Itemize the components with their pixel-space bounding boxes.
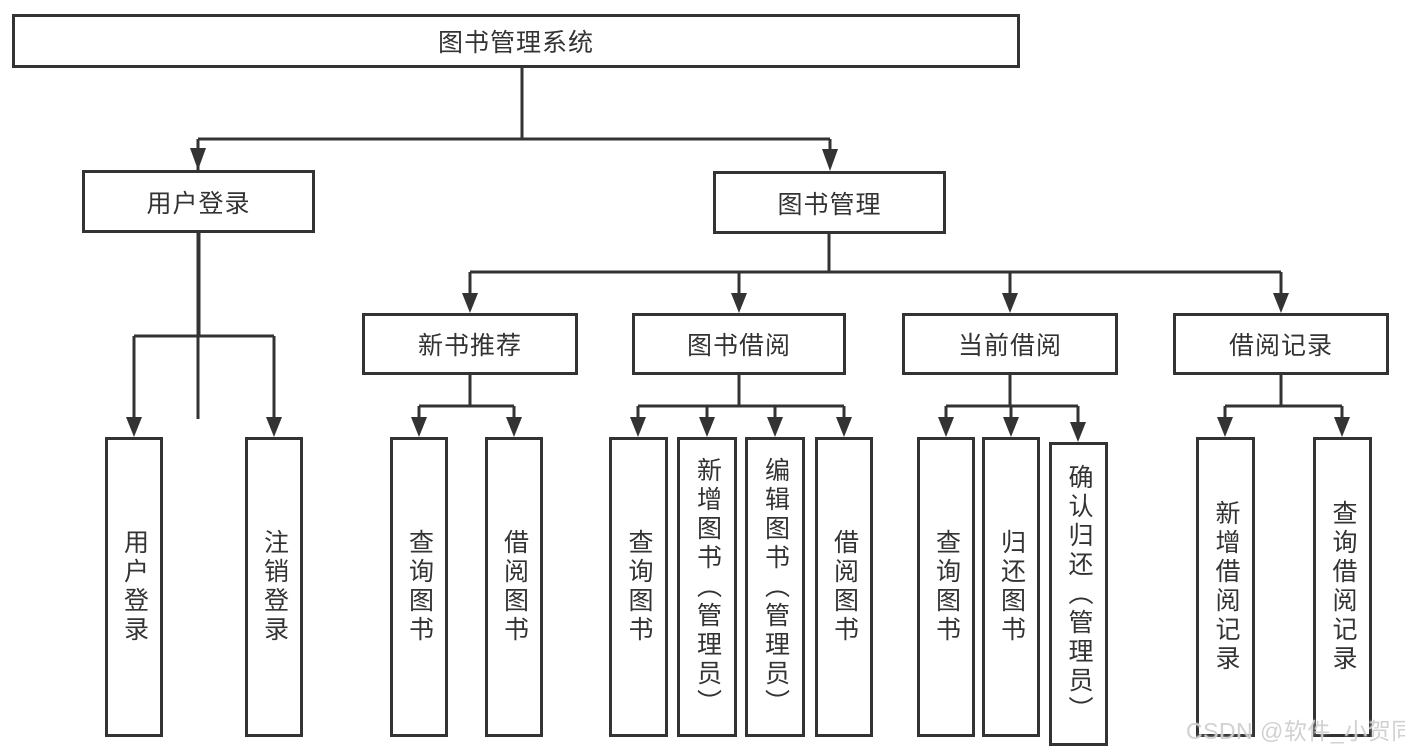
node-book-management: 图书管理 [713,171,946,234]
connector-borrow-records [1217,375,1350,437]
connector-current-borrow [938,375,1086,442]
node-borrow-records: 借阅记录 [1173,313,1389,375]
leaf-current-return-books: 归还图书 [982,437,1040,737]
node-book-borrow: 图书借阅 [632,313,846,375]
leaf-borrow-query-books: 查询图书 [609,437,668,737]
leaf-current-query-books: 查询图书 [917,437,975,737]
node-root: 图书管理系统 [12,14,1020,68]
leaf-records-query-record: 查询借阅记录 [1313,437,1372,737]
connector-book-borrow [630,375,852,437]
leaf-borrow-add-books-admin: 新增图书（管理员） [677,437,737,737]
connector-root [190,68,838,419]
watermark: CSDN @软件_小贺同学 [1186,718,1405,744]
leaf-logout: 注销登录 [245,437,303,737]
connector-new-book-recommend [411,375,522,437]
leaf-borrow-edit-books-admin: 编辑图书（管理员） [745,437,805,737]
node-current-borrow: 当前借阅 [902,313,1118,375]
leaf-recommend-query-books: 查询图书 [390,437,448,737]
leaf-recommend-borrow-books: 借阅图书 [485,437,543,737]
node-new-book-recommend: 新书推荐 [362,313,578,375]
connector-user-login [126,233,282,437]
connector-book-management [462,234,1289,313]
leaf-borrow-borrow-books: 借阅图书 [815,437,873,737]
leaf-records-add-record: 新增借阅记录 [1196,437,1255,737]
leaf-user-login: 用户登录 [105,437,163,737]
node-user-login: 用户登录 [82,170,315,233]
leaf-current-confirm-return-admin: 确认归还（管理员） [1049,442,1108,746]
